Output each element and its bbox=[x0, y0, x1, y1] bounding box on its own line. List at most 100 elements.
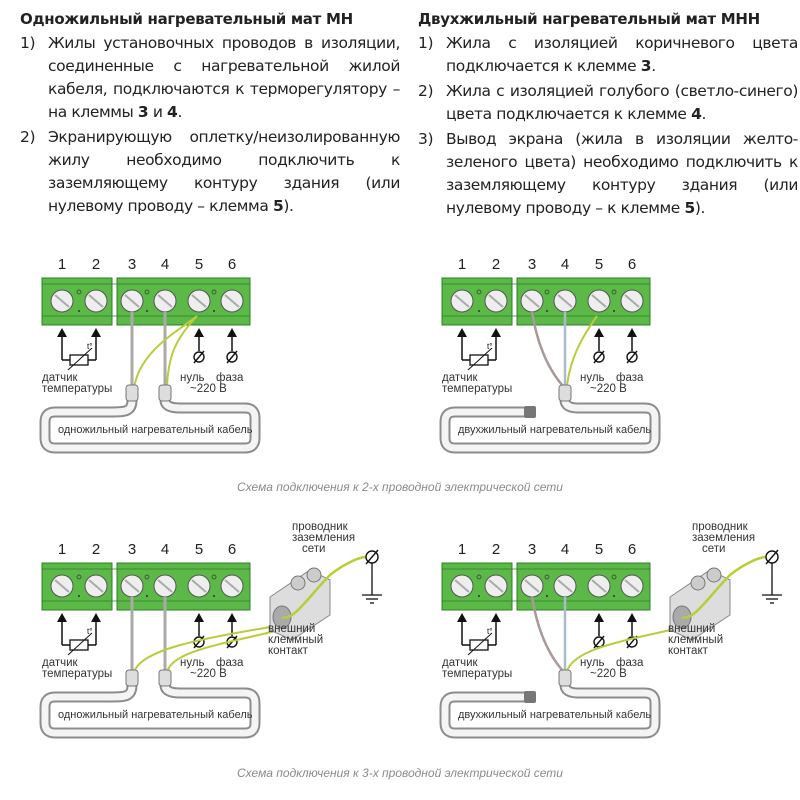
label-contact-2: клеммный bbox=[268, 634, 324, 646]
arrow-up-icon bbox=[91, 613, 101, 622]
terminal-ref: 4 bbox=[167, 103, 178, 121]
terminal-number: 6 bbox=[227, 256, 237, 273]
ground-icon bbox=[362, 563, 382, 604]
instruction-item: 2) Жила с изоляцией голубого (светло-сине… bbox=[418, 80, 798, 126]
arrow-up-icon bbox=[227, 328, 237, 337]
svg-text:t°: t° bbox=[87, 627, 92, 636]
terminal-number: 5 bbox=[594, 256, 604, 273]
label-sensor-2: температуры bbox=[442, 668, 513, 680]
terminal-ref: 3 bbox=[137, 103, 149, 121]
cable-ferrule bbox=[558, 384, 572, 402]
item-number: 3) bbox=[418, 130, 434, 148]
cable-ferrule bbox=[558, 669, 572, 687]
label-neutral: нуль bbox=[180, 372, 205, 384]
terminal-ref: 5 bbox=[684, 199, 695, 217]
terminal-number: 2 bbox=[91, 256, 101, 273]
double-core-mat-section: Двухжильный нагревательный мат МНН 1)Жил… bbox=[418, 10, 798, 222]
arrow-up-icon bbox=[194, 328, 204, 337]
label-sensor-1: датчик bbox=[42, 657, 78, 669]
arrow-up-icon bbox=[57, 328, 67, 337]
item-text: Жила с изоляцией голубого (светло-синего… bbox=[446, 82, 798, 123]
item-text: Вывод экрана (жила в изоляции желто-зеле… bbox=[446, 130, 798, 217]
section-title: Одножильный нагревательный мат МН bbox=[20, 10, 353, 28]
terminal-number: 1 bbox=[57, 541, 67, 558]
label-sensor-1: датчик bbox=[442, 657, 478, 669]
power-terminal-icon bbox=[193, 351, 205, 363]
earth-wire bbox=[281, 555, 367, 620]
label-neutral: нуль bbox=[580, 657, 605, 669]
svg-text:t°: t° bbox=[487, 627, 492, 636]
cable-ferrule bbox=[125, 669, 139, 687]
cable-label: двухжильный нагревательный кабель bbox=[458, 709, 652, 721]
arrow-up-icon bbox=[594, 328, 604, 337]
cable-ferrule bbox=[158, 669, 172, 687]
cable-ferrule bbox=[125, 384, 139, 402]
label-phase: фаза bbox=[616, 657, 644, 669]
terminal-number: 6 bbox=[227, 541, 237, 558]
label-ground-1: проводник bbox=[692, 521, 748, 533]
terminal-number: 4 bbox=[160, 541, 170, 558]
label-neutral: нуль bbox=[180, 657, 205, 669]
instruction-item: 1)Жила с изоляцией коричневого цвета под… bbox=[418, 32, 798, 78]
label-contact-1: внешний bbox=[668, 623, 716, 635]
terminal-number: 5 bbox=[194, 256, 204, 273]
label-sensor-2: температуры bbox=[42, 668, 113, 680]
item-number: 2) bbox=[20, 128, 36, 146]
label-ground-3: сети bbox=[702, 543, 726, 555]
earth-wire bbox=[133, 315, 198, 389]
arrow-up-icon bbox=[194, 613, 204, 622]
label-phase: фаза bbox=[616, 372, 644, 384]
terminal-number: 2 bbox=[91, 541, 101, 558]
label-voltage: ~220 В bbox=[190, 383, 227, 395]
svg-text:t°: t° bbox=[487, 342, 492, 351]
item-text: ). bbox=[694, 199, 706, 217]
label-ground-3: сети bbox=[302, 543, 326, 555]
wiring-drawing: t° bbox=[439, 549, 782, 739]
wiring-drawing: t° bbox=[39, 549, 382, 739]
arrow-up-icon bbox=[457, 328, 467, 337]
item-number: 2) bbox=[418, 82, 434, 100]
item-text: . bbox=[651, 57, 656, 75]
label-voltage: ~220 В bbox=[190, 668, 227, 680]
earth-wire bbox=[681, 555, 767, 620]
item-text: . bbox=[701, 105, 706, 123]
item-text: и bbox=[148, 103, 168, 121]
caption-two-wire: Схема подключения к 2-х проводной электр… bbox=[237, 480, 563, 494]
label-phase: фаза bbox=[216, 372, 244, 384]
terminal-number: 3 bbox=[527, 256, 537, 273]
label-ground-2: заземления bbox=[692, 532, 756, 544]
label-voltage: ~220 В bbox=[590, 668, 627, 680]
power-terminal-icon bbox=[626, 636, 638, 648]
terminal-number: 5 bbox=[594, 541, 604, 558]
item-number: 1) bbox=[418, 34, 434, 52]
terminal-number: 2 bbox=[491, 541, 501, 558]
arrow-up-icon bbox=[627, 328, 637, 337]
label-neutral: нуль bbox=[580, 372, 605, 384]
terminal-number: 4 bbox=[560, 541, 570, 558]
item-text: . bbox=[177, 103, 182, 121]
ground-icon bbox=[762, 563, 782, 604]
arrow-up-icon bbox=[491, 328, 501, 337]
terminal-number: 3 bbox=[127, 256, 137, 273]
label-phase: фаза bbox=[216, 657, 244, 669]
earth-wire bbox=[133, 622, 293, 674]
cable-label: одножильный нагревательный кабель bbox=[58, 424, 253, 436]
instruction-item: 1)Жилы установочных проводов в изоляции,… bbox=[20, 32, 400, 124]
wiring-drawing: t° bbox=[39, 277, 261, 454]
terminal-ref: 3 bbox=[640, 57, 652, 75]
item-text: Экранирующую оплетку/неизолированную жил… bbox=[48, 128, 400, 215]
terminal-number: 2 bbox=[491, 256, 501, 273]
arrow-up-icon bbox=[594, 613, 604, 622]
label-contact-3: контакт bbox=[668, 645, 708, 657]
arrow-up-icon bbox=[57, 613, 67, 622]
terminal-number: 4 bbox=[160, 256, 170, 273]
arrow-up-icon bbox=[91, 328, 101, 337]
terminal-number: 3 bbox=[127, 541, 137, 558]
single-core-mat-section: Одножильный нагревательный мат МН 1)Жилы… bbox=[20, 10, 400, 220]
external-terminal-contact bbox=[669, 567, 731, 641]
arrow-up-icon bbox=[491, 613, 501, 622]
